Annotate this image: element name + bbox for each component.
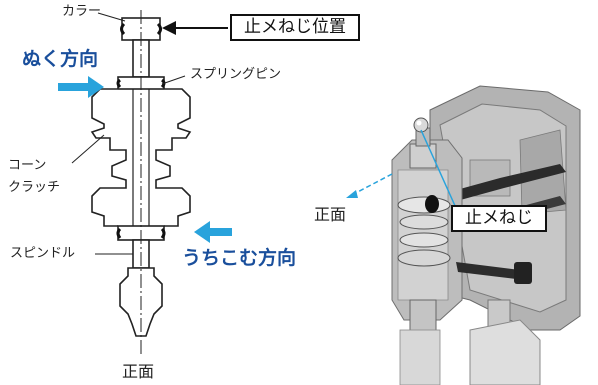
pull-arrow [58,83,92,91]
drive-arrow [206,228,232,236]
spring-pin-label: スプリングピン [190,67,282,82]
drive-direction-label: うちこむ方向 [182,247,297,269]
setscrew-mark-right [156,22,162,36]
setscrew-ball [413,117,429,133]
cone-clutch-label: コーン クラッチ [8,158,61,195]
collar-label: カラー [62,4,102,19]
setscrew-position-label: 止メねじ位置 [230,14,360,41]
setscrew-mark-left [120,22,126,36]
clutch-body-left [90,88,127,227]
spindle-label: スピンドル [10,246,76,261]
front-label-left: 正面 [122,362,155,381]
clutch-body-right [155,88,192,227]
front-label-right: 正面 [314,205,347,224]
pull-direction-label: ぬく方向 [22,48,99,70]
setscrew-label: 止メねじ [451,205,547,232]
machine-illustration [391,85,581,385]
